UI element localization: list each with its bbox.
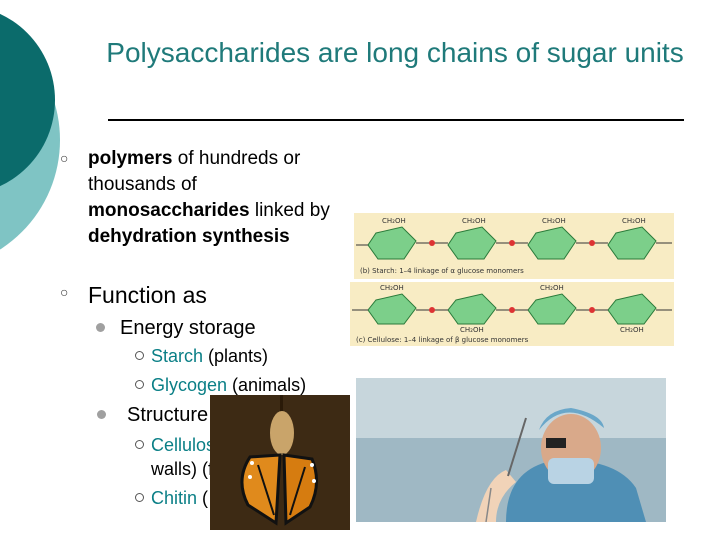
slide-title: Polysaccharides are long chains of sugar… [106, 37, 684, 68]
decorative-circles [0, 13, 60, 250]
title-divider [108, 119, 684, 121]
bullet-ring-icon [135, 380, 144, 389]
bullet-definition: ○ polymers of hundreds or thousands of m… [60, 146, 360, 250]
subitem-glycogen: Glycogen (animals) [135, 373, 306, 397]
definition-text: polymers of hundreds or thousands of mon… [88, 148, 330, 247]
item-energy-storage: Energy storage [96, 315, 256, 341]
subitem-starch: Starch (plants) [135, 344, 268, 368]
cellulose-structure-figure: CH₂OH CH₂OH CH₂OH CH₂OH (c) Cellulose: 1… [350, 282, 674, 346]
butterfly-photo [210, 395, 350, 530]
bullet-dot-icon [97, 410, 106, 419]
term-monosaccharides: monosaccharides [88, 200, 250, 221]
starch-structure-figure: CH₂OH CH₂OH CH₂OH CH₂OH (b) Starch: 1–4 … [354, 213, 674, 279]
bullet-ring-icon [135, 493, 144, 502]
starch-rings-drawing [356, 226, 672, 260]
function-label: Function as [88, 282, 207, 308]
term-dehydration-synthesis: dehydration synthesis [88, 226, 290, 247]
cellulose-caption: (c) Cellulose: 1–4 linkage of β glucose … [356, 336, 529, 344]
bullet-ring-icon: ○ [60, 150, 69, 166]
term-polymers: polymers [88, 148, 173, 169]
bullet-function: ○ Function as [60, 280, 360, 310]
bullet-ring-icon [135, 440, 144, 449]
surgeon-photo [356, 378, 666, 522]
bullet-dot-icon [96, 323, 105, 332]
cellulose-rings-drawing [352, 293, 672, 325]
item-structure: Structure [97, 402, 208, 428]
bullet-ring-icon: ○ [60, 284, 69, 300]
starch-caption: (b) Starch: 1–4 linkage of α glucose mon… [360, 267, 524, 275]
bullet-ring-icon [135, 351, 144, 360]
